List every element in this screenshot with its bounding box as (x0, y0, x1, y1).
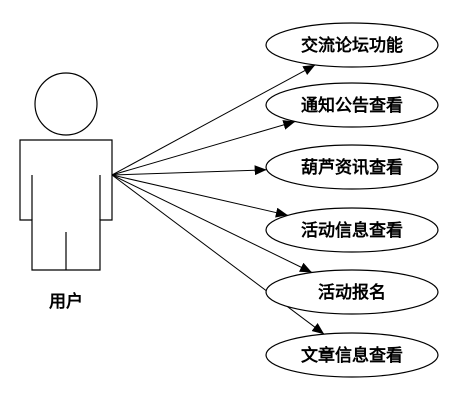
association-arrow-2 (111, 120, 296, 176)
use-case-ellipse (265, 82, 439, 128)
use-case-label: 葫芦资讯查看 (301, 157, 403, 178)
use-case-ellipse (265, 22, 439, 68)
association-arrow-6 (111, 174, 325, 335)
use-case-6: 文章信息查看 (265, 332, 439, 378)
use-case-ellipse (265, 269, 439, 315)
use-case-1: 交流论坛功能 (265, 22, 439, 68)
use-case-label: 活动报名 (318, 282, 386, 303)
use-case-3: 葫芦资讯查看 (265, 144, 439, 190)
actor-body (19, 139, 113, 271)
association-arrow-1 (111, 64, 316, 176)
use-case-2: 通知公告查看 (265, 82, 439, 128)
use-case-label: 文章信息查看 (301, 345, 403, 366)
associations (111, 64, 325, 335)
association-arrow-5 (111, 174, 313, 273)
use-case-5: 活动报名 (265, 269, 439, 315)
actor-head (34, 72, 98, 136)
actor-figure (19, 72, 113, 271)
use-case-label: 交流论坛功能 (301, 35, 403, 56)
actor-label: 用户 (49, 291, 83, 312)
association-arrow-4 (111, 174, 289, 218)
association-arrow-3 (111, 165, 267, 176)
use-case-ellipse (265, 207, 439, 253)
use-case-4: 活动信息查看 (265, 207, 439, 253)
use-case-ellipse (265, 144, 439, 190)
use-case-label: 活动信息查看 (301, 220, 403, 241)
use-case-label: 通知公告查看 (301, 95, 403, 116)
use-case-ellipse (265, 332, 439, 378)
